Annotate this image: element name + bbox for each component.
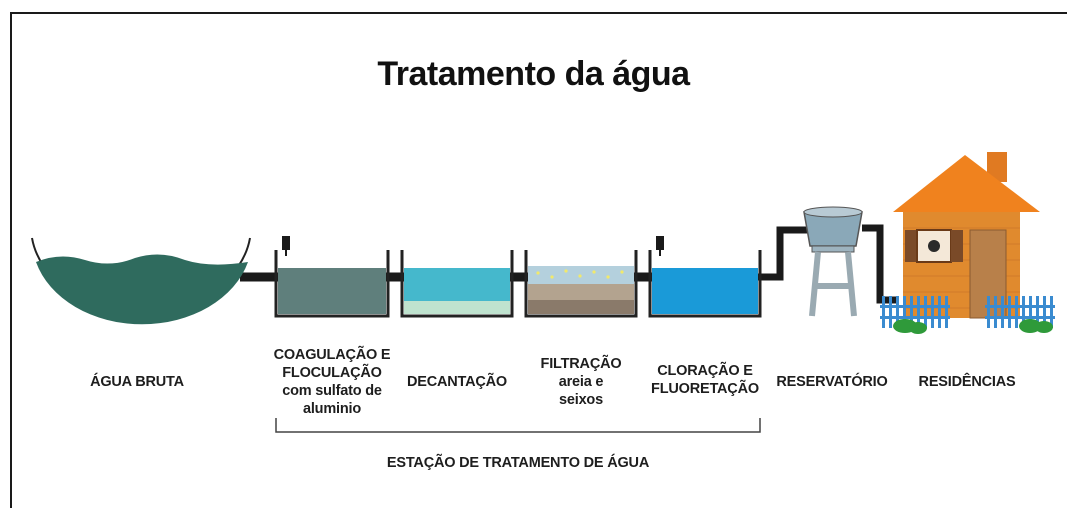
house — [893, 152, 1040, 319]
label-residencias: RESIDÊNCIAS — [918, 374, 1016, 390]
label-decantacao: DECANTAÇÃO — [406, 374, 508, 390]
label-cloracao-line2: FLUORETAÇÃO — [651, 381, 759, 397]
label-cloracao-line1: CLORAÇÃO E — [657, 363, 753, 379]
dosing-valve-icon — [282, 236, 290, 256]
label-filtracao-line2: areia e — [558, 374, 604, 390]
label-filtracao-line1: FILTRAÇÃO — [540, 356, 622, 372]
treatment-station-bracket — [275, 418, 761, 433]
chlorination-tank — [648, 236, 762, 318]
diagram-frame — [10, 12, 1067, 508]
reservoir-tower — [803, 206, 863, 317]
label-estacao-tratamento: ESTAÇÃO DE TRATAMENTO DE ÁGUA — [386, 455, 650, 471]
filtration-tank — [524, 250, 638, 318]
label-filtracao: FILTRAÇÃO areia e seixos — [526, 355, 636, 409]
decantation-tank — [400, 250, 514, 318]
bushes — [893, 319, 1053, 334]
label-agua-bruta: ÁGUA BRUTA — [90, 374, 184, 390]
coagulation-tank — [274, 236, 390, 318]
label-coagulacao: COAGULAÇÃO E FLOCULAÇÃO com sulfato de a… — [262, 346, 402, 418]
label-coagulacao-line1: COAGULAÇÃO E — [273, 347, 391, 363]
label-coagulacao-line4: aluminio — [302, 401, 361, 417]
label-cloracao: CLORAÇÃO E FLUORETAÇÃO — [640, 362, 770, 398]
label-coagulacao-line2: FLOCULAÇÃO — [282, 365, 382, 381]
label-reservatorio: RESERVATÓRIO — [776, 374, 888, 390]
raw-water-basin — [31, 237, 251, 325]
label-filtracao-line3: seixos — [559, 392, 603, 408]
label-coagulacao-line3: com sulfato de — [282, 383, 382, 399]
dosing-valve-icon — [656, 236, 664, 256]
diagram-title: Tratamento da água — [377, 55, 690, 93]
fence — [880, 296, 1055, 328]
